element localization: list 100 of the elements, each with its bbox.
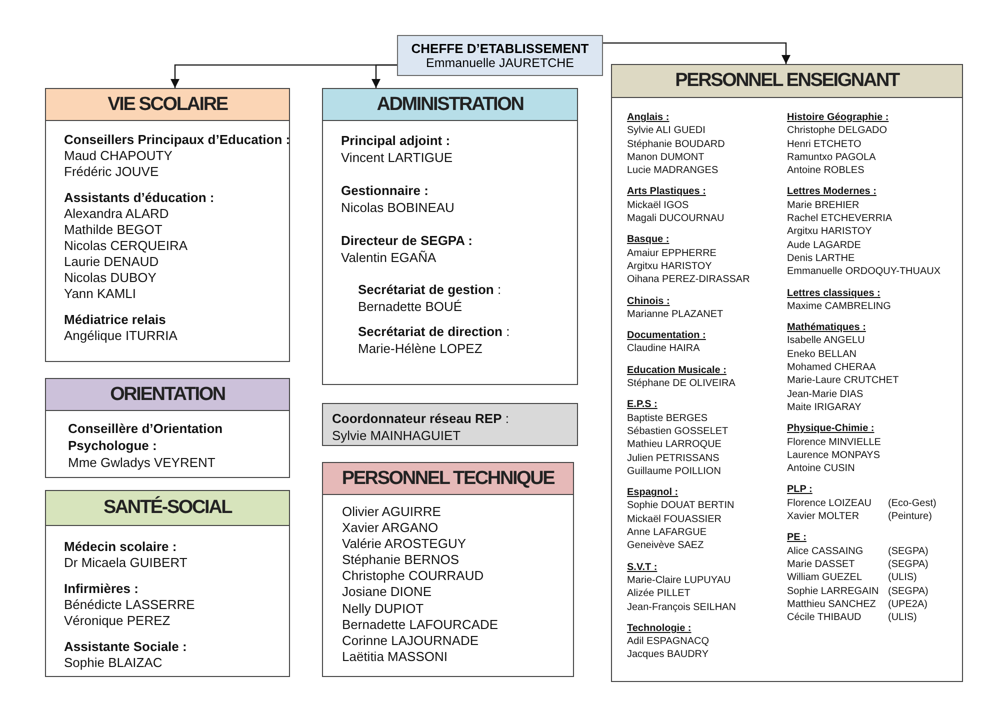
staff-name: Alizée PILLET	[627, 587, 690, 600]
staff-name: Florence LOIZEAU	[787, 496, 872, 510]
staff-name: Laëtitia MASSONI	[342, 648, 448, 665]
department-box	[322, 403, 578, 446]
group-heading: Secrétariat de direction :	[358, 324, 510, 340]
staff-name: Christophe DELGADO	[787, 124, 888, 138]
subject-heading: Lettres Modernes :	[787, 185, 876, 199]
department-box	[45, 378, 290, 478]
staff-name: Stéphane DE OLIVEIRA	[627, 377, 736, 390]
staff-name: Anne LAFARGUE	[627, 526, 706, 540]
staff-name: Sophie DOUAT BERTIN	[627, 499, 734, 513]
staff-name: Sophie BLAIZAC	[64, 655, 162, 671]
department-box	[322, 88, 578, 385]
subject-heading: Mathématiques :	[787, 321, 866, 334]
section-heading: VIE SCOLAIRE	[46, 89, 289, 121]
staff-name: Ramuntxo PAGOLA	[787, 150, 876, 164]
staff-name: Magali DUCOURNAU	[627, 212, 724, 226]
staff-name: Amaiur EPPHERRE	[627, 246, 716, 260]
staff-name: Dr Micaela GUIBERT	[64, 555, 188, 571]
staff-name: Alexandra ALARD	[64, 206, 169, 222]
class-tag: (SEGPA)	[888, 544, 928, 558]
subject-heading: Chinois :	[627, 294, 670, 308]
role-title: CHEFFE D’ETABLISSEMENT	[410, 41, 590, 56]
staff-name: Emmanuelle ORDOQUY-THUAUX	[787, 265, 941, 279]
staff-name: Oihana PEREZ-DIRASSAR	[627, 273, 750, 287]
staff-name: Antoine CUSIN	[787, 462, 855, 476]
staff-name: Vincent LARTIGUE	[341, 150, 453, 166]
staff-name: Mickaël FOUASSIER	[627, 512, 722, 526]
group-heading: Médecin scolaire :	[64, 539, 177, 555]
staff-name: Sylvie ALI GUEDI	[627, 124, 706, 138]
class-tag: (UPE2A)	[888, 598, 928, 612]
subject-heading: Documentation :	[627, 329, 706, 342]
section-heading: PERSONNEL ENSEIGNANT	[612, 65, 962, 98]
group-heading: Directeur de SEGPA :	[341, 233, 472, 250]
group-heading: Médiatrice relais	[64, 312, 166, 328]
section-heading: ADMINISTRATION	[323, 89, 577, 121]
staff-name: Stéphanie BOUDARD	[627, 138, 725, 151]
staff-name: Manon DUMONT	[627, 150, 704, 164]
staff-name: Nicolas CERQUEIRA	[64, 238, 188, 254]
subject-heading: PE :	[787, 531, 806, 545]
staff-name: Nicolas DUBOY	[64, 270, 156, 286]
staff-name: Adil ESPAGNACQ	[627, 635, 710, 648]
staff-name: Bernadette LAFOURCADE	[342, 616, 498, 633]
connector-arrow	[603, 42, 790, 64]
staff-name: Christophe COURRAUD	[342, 568, 484, 584]
subject-heading: Basque :	[627, 233, 670, 247]
department-box	[322, 462, 574, 677]
subject-heading: Education Musicale :	[627, 364, 726, 378]
staff-name: Julien PETRISSANS	[627, 452, 720, 465]
staff-name: Jacques BAUDRY	[627, 648, 709, 662]
group-heading: Gestionnaire :	[341, 183, 428, 200]
department-box	[611, 64, 963, 682]
staff-name: Aude LAGARDE	[787, 238, 861, 252]
subject-heading: PLP :	[787, 483, 812, 497]
class-tag: (SEGPA)	[888, 584, 928, 598]
staff-name: Argitxu HARISTOY	[787, 225, 872, 239]
staff-name: Valérie AROSTEGUY	[342, 536, 466, 552]
staff-name: Cécile THIBAUD	[787, 611, 862, 624]
staff-name: Marie-Hélène LOPEZ	[358, 340, 482, 357]
group-heading: Coordonnateur réseau REP :	[332, 410, 509, 427]
staff-name: Mohamed CHERAA	[787, 361, 876, 374]
section-heading: PERSONNEL TECHNIQUE	[323, 463, 573, 495]
staff-name: Stéphanie BERNOS	[342, 552, 460, 568]
staff-name: Henri ETCHETO	[787, 138, 862, 151]
subject-heading: S.V.T :	[627, 560, 658, 574]
group-heading: Principal adjoint :	[341, 133, 450, 150]
staff-name: Sylvie MAINHAGUIET	[332, 427, 461, 444]
class-tag: (ULIS)	[888, 611, 917, 624]
staff-name: Maxime CAMBRELING	[787, 300, 891, 314]
staff-name: Lucie MADRANGES	[627, 164, 718, 178]
staff-name: Mathilde BEGOT	[64, 222, 162, 238]
staff-name: Marie DASSET	[787, 558, 856, 572]
staff-name: Sophie LARREGAIN	[787, 584, 880, 598]
staff-name: Argitxu HARISTOY	[627, 260, 712, 274]
staff-name: Laurence MONPAYS	[787, 448, 880, 462]
staff-name: Isabelle ANGELU	[787, 334, 865, 348]
staff-name: Sébastien GOSSELET	[627, 424, 728, 438]
subject-heading: E.P.S :	[627, 398, 658, 412]
group-heading: Secrétariat de gestion :	[358, 282, 502, 298]
section-heading: SANTÉ-SOCIAL	[46, 491, 289, 526]
subject-heading: Anglais :	[627, 111, 670, 124]
staff-name: Valentin EGAÑA	[341, 250, 436, 266]
staff-name: Frédéric JOUVE	[64, 164, 159, 180]
staff-name: Antoine ROBLES	[787, 164, 864, 178]
subject-heading: Espagnol :	[627, 486, 678, 500]
staff-name: Geneivève SAEZ	[627, 539, 704, 553]
group-heading: Conseillers Principaux d’Education :	[64, 132, 290, 148]
subject-heading: Lettres classiques :	[787, 286, 880, 300]
group-heading: Assistants d’éducation :	[64, 190, 214, 206]
staff-name: Bernadette BOUÉ	[358, 298, 462, 315]
staff-name: Emmanuelle JAURETCHE	[425, 56, 575, 70]
staff-name: Véronique PEREZ	[64, 613, 170, 629]
subject-heading: Arts Plastiques :	[627, 185, 706, 199]
group-heading: Assistante Sociale :	[64, 639, 187, 655]
staff-name: Marie-Claire LUPUYAU	[627, 574, 731, 588]
staff-name: Denis LARTHE	[787, 252, 855, 266]
staff-name: Florence MINVIELLE	[787, 436, 881, 449]
staff-name: Baptiste BERGES	[627, 412, 708, 425]
staff-name: Alice CASSAING	[787, 544, 864, 558]
staff-name: Mathieu LARROQUE	[627, 438, 722, 452]
